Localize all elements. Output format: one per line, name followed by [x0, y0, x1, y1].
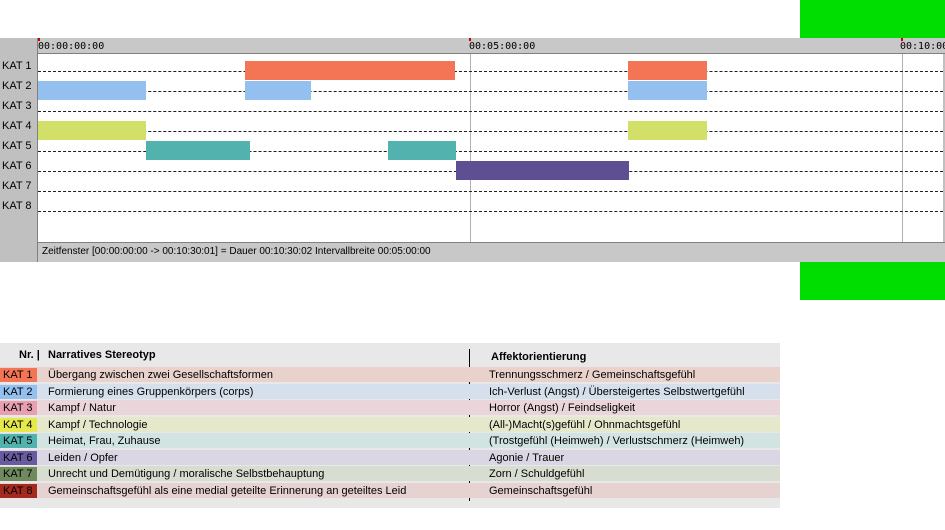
legend-stereotyp: Leiden / Opfer: [48, 451, 118, 464]
row-label-kat3: KAT 3: [2, 100, 32, 112]
timeline-segment-kat2[interactable]: [245, 81, 311, 100]
legend-row: KAT 1 Übergang zwischen zwei Gesellschaf…: [0, 367, 780, 382]
kat-badge: KAT 4: [0, 417, 37, 432]
kat-badge: KAT 7: [0, 467, 37, 481]
legend-row: KAT 3 Kampf / Natur Horror (Angst) / Fei…: [0, 400, 780, 415]
timeline-segment-kat2[interactable]: [38, 81, 146, 100]
legend-affekt: (All-)Macht(s)gefühl / Ohnmachtsgefühl: [489, 418, 681, 431]
legend-affekt: (Trostgefühl (Heimweh) / Verlustschmerz …: [489, 435, 745, 447]
row-gridline: [38, 111, 943, 112]
kat-badge: KAT 8: [0, 483, 37, 498]
row-gridline: [38, 131, 943, 132]
legend-affekt: Ich-Verlust (Angst) / Übersteigertes Sel…: [489, 385, 745, 398]
kat-badge: KAT 1: [0, 368, 37, 382]
legend-stereotyp: Gemeinschaftsgefühl als eine medial gete…: [48, 484, 407, 497]
time-ruler[interactable]: 00:00:00:00 00:05:00:00 00:10:00:: [38, 38, 945, 54]
ruler-label-start: 00:00:00:00: [38, 41, 105, 52]
legend-header-affekt: Affektorientierung: [491, 351, 587, 363]
kat-badge: KAT 6: [0, 450, 37, 465]
legend-affekt: Agonie / Trauer: [489, 451, 565, 464]
kat-badge: KAT 3: [0, 401, 37, 415]
row-label-kat8: KAT 8: [2, 200, 32, 212]
legend-row: KAT 8 Gemeinschaftsgefühl als eine media…: [0, 482, 780, 498]
legend-row: KAT 2 Formierung eines Gruppenkörpers (c…: [0, 383, 780, 399]
timeline-segment-kat1[interactable]: [245, 61, 455, 80]
row-gridline: [38, 71, 943, 72]
legend-header-nr: Nr. |: [19, 349, 40, 361]
interval-line-10min: [902, 54, 903, 242]
legend-affekt: Horror (Angst) / Feindseligkeit: [489, 402, 636, 414]
kat-badge: KAT 5: [0, 434, 37, 448]
row-label-kat2: KAT 2: [2, 80, 32, 92]
interval-line-5min: [470, 54, 471, 242]
timeline-segment-kat4[interactable]: [38, 121, 146, 140]
timeline-segment-kat2[interactable]: [628, 81, 707, 100]
row-label-kat1: KAT 1: [2, 60, 32, 72]
timeline-segment-kat6[interactable]: [456, 161, 629, 180]
timeline-panel: KAT 1 KAT 2 KAT 3 KAT 4 KAT 5 KAT 6 KAT …: [0, 38, 945, 262]
legend-stereotyp: Übergang zwischen zwei Gesellschaftsform…: [48, 369, 273, 381]
legend-stereotyp: Kampf / Natur: [48, 402, 116, 414]
legend-stereotyp: Kampf / Technologie: [48, 418, 148, 431]
row-gridline: [38, 151, 943, 152]
legend-affekt: Gemeinschaftsgefühl: [489, 484, 593, 497]
row-gridline: [38, 91, 943, 92]
legend-row: KAT 6 Leiden / Opfer Agonie / Trauer: [0, 449, 780, 465]
row-label-column: KAT 1 KAT 2 KAT 3 KAT 4 KAT 5 KAT 6 KAT …: [0, 38, 38, 262]
legend-stereotyp: Heimat, Frau, Zuhause: [48, 435, 161, 447]
legend-affekt: Trennungsschmerz / Gemeinschaftsgefühl: [489, 369, 696, 381]
status-bar: Zeitfenster [00:00:00:00 -> 00:10:30:01]…: [38, 242, 945, 262]
ruler-label-mid: 00:05:00:00: [469, 41, 536, 52]
ruler-tick-start: [38, 38, 40, 41]
row-label-kat6: KAT 6: [2, 160, 32, 172]
timeline-plot-area[interactable]: [38, 54, 943, 242]
legend-row: KAT 4 Kampf / Technologie (All-)Macht(s)…: [0, 416, 780, 432]
kat-badge: KAT 2: [0, 384, 37, 399]
timeline-segment-kat5[interactable]: [388, 141, 456, 160]
legend-stereotyp: Unrecht und Demütigung / moralische Selb…: [48, 468, 325, 480]
ruler-tick-mid: [469, 38, 471, 41]
legend-stereotyp: Formierung eines Gruppenkörpers (corps): [48, 385, 254, 398]
row-label-kat4: KAT 4: [2, 120, 32, 132]
timeline-segment-kat5[interactable]: [146, 141, 250, 160]
legend-table: Nr. | Narratives Stereotyp Affektorienti…: [0, 343, 780, 508]
legend-header-stereotyp: Narratives Stereotyp: [48, 349, 156, 361]
legend-row: KAT 5 Heimat, Frau, Zuhause (Trostgefühl…: [0, 433, 780, 448]
row-label-kat5: KAT 5: [2, 140, 32, 152]
ruler-tick-end: [901, 38, 903, 41]
legend-affekt: Zorn / Schuldgefühl: [489, 468, 585, 480]
row-label-kat7: KAT 7: [2, 180, 32, 192]
row-gridline: [38, 191, 943, 192]
timeline-segment-kat1[interactable]: [628, 61, 707, 80]
row-gridline: [38, 211, 943, 212]
timeline-segment-kat4[interactable]: [628, 121, 707, 140]
legend-row: KAT 7 Unrecht und Demütigung / moralisch…: [0, 466, 780, 481]
ruler-label-end: 00:10:00:: [900, 41, 945, 52]
